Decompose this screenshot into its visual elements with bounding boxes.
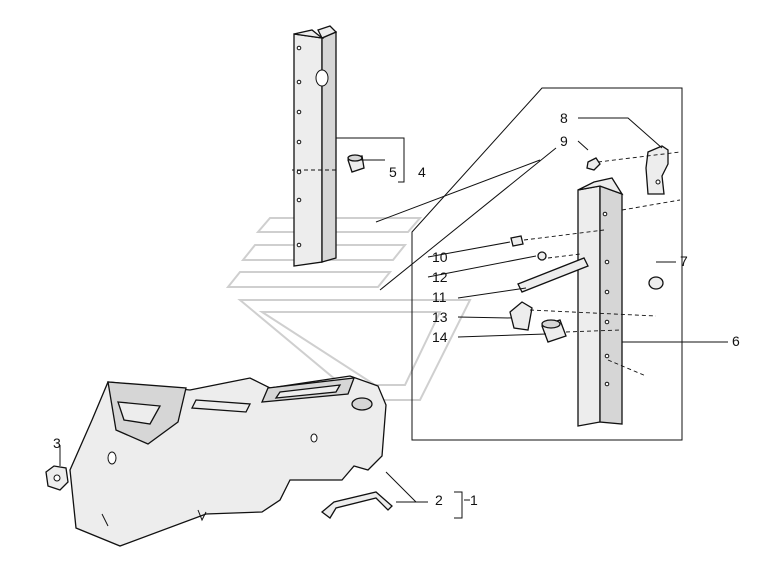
callout-13: 13 [432,309,448,325]
detail-inset-frame [411,87,683,441]
callout-8: 8 [560,110,568,126]
callout-7: 7 [680,253,688,269]
console-housing [69,375,387,547]
bracket-column [577,177,624,427]
callout-2: 2 [435,492,443,508]
hex-nut-part [45,465,69,491]
callout-10: 10 [432,249,448,265]
callout-6: 6 [732,333,740,349]
callout-4: 4 [418,164,426,180]
watermark-logo [225,217,472,401]
nut-part [586,157,601,171]
rod-part [517,257,589,293]
clip-part [320,491,393,519]
sleeve-part [541,319,567,343]
callout-labels: 1 2 3 4 5 6 7 8 9 10 11 12 13 14 [53,110,740,508]
fitting-part [509,301,533,331]
callout-9: 9 [560,133,568,149]
callout-5: 5 [389,164,397,180]
vertical-post [293,25,338,267]
screw-part [510,235,524,247]
callout-3: 3 [53,435,61,451]
leader-lines [59,117,728,519]
bushing-part [347,154,365,173]
hook-plate [645,145,669,195]
cap-part [648,276,664,290]
washer-part [537,251,547,261]
callout-11: 11 [432,289,447,305]
callout-12: 12 [432,269,448,285]
callout-1: 1 [470,492,478,508]
callout-14: 14 [432,329,448,345]
